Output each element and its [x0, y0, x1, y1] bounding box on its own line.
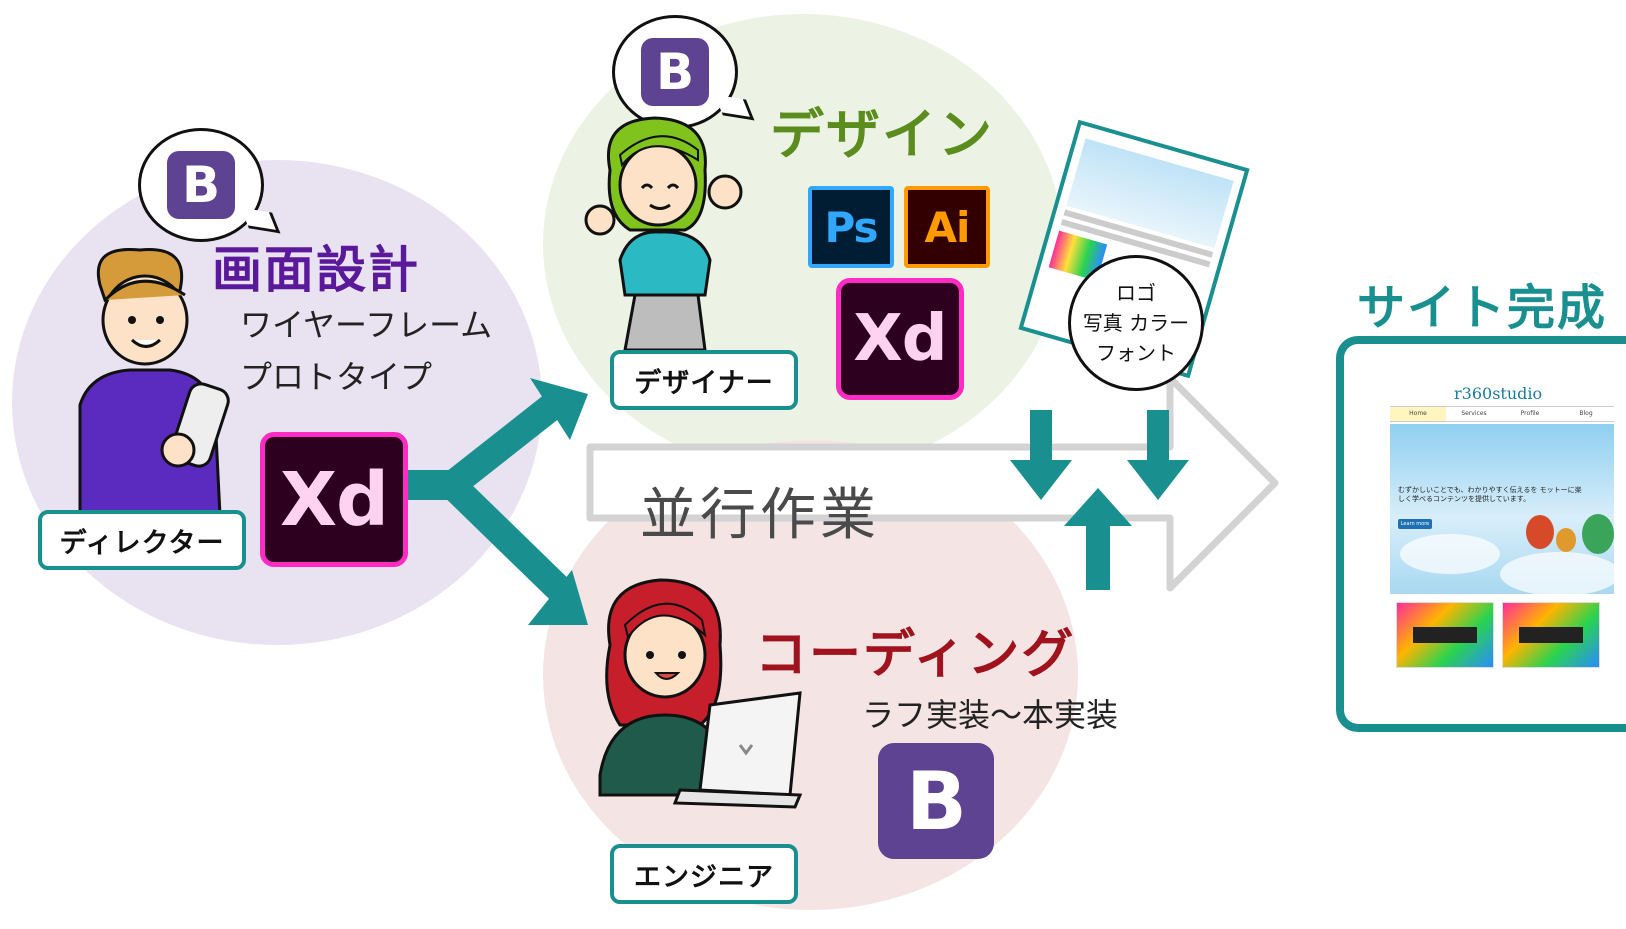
bootstrap-icon: B: [167, 151, 235, 219]
parallel-arrow: [586, 374, 1279, 592]
site-card-2: [1502, 602, 1600, 668]
assets-font-label: フォント: [1096, 341, 1176, 365]
designer-heading: デザイン: [770, 103, 994, 166]
director-role-badge: ディレクター: [38, 510, 246, 570]
site-nav-profile[interactable]: Profile: [1520, 410, 1540, 417]
site-hero-button[interactable]: Learn more: [1398, 519, 1432, 529]
assets-photo-color-label: 写真 カラー: [1082, 311, 1190, 335]
up-arrow: [1064, 488, 1132, 526]
branch-up-arrow: [443, 388, 569, 497]
bootstrap-icon: B: [878, 743, 994, 859]
assets-note: ロゴ 写真 カラー フォント: [1068, 255, 1204, 391]
designer-role-badge: デザイナー: [610, 350, 798, 410]
xd-icon: Xd: [836, 278, 964, 400]
site-logo: r360studio: [1454, 384, 1543, 403]
director-line-prototype: プロトタイプ: [240, 358, 433, 396]
designer-speech-bubble: B: [612, 15, 738, 129]
site-nav-blog[interactable]: Blog: [1579, 410, 1593, 417]
director-illustration: [78, 247, 230, 517]
site-nav: Home Services Profile Blog: [1390, 406, 1614, 422]
engineer-subtext: ラフ実装〜本実装: [862, 696, 1119, 734]
complete-heading: サイト完成: [1357, 280, 1608, 336]
director-speech-bubble: B: [138, 128, 264, 242]
photoshop-icon: Ps: [808, 186, 894, 268]
site-card-1: [1396, 602, 1494, 668]
designer-illustration: [584, 116, 743, 350]
site-hero-text: むずかしいことでも、わかりやすく伝えるを モットーに楽しく学べるコンテンツを提供…: [1398, 486, 1582, 503]
balloons-image: [1400, 514, 1614, 594]
engineer-illustration: [598, 578, 803, 809]
illustrator-icon: Ai: [904, 186, 990, 268]
bootstrap-icon: B: [641, 38, 709, 106]
assets-logo-label: ロゴ: [1116, 281, 1156, 305]
site-nav-home[interactable]: Home: [1390, 407, 1446, 421]
down-arrow-1: [1010, 460, 1072, 500]
director-line-wireframe: ワイヤーフレーム: [240, 306, 493, 344]
site-mockup-frame: r360studio Home Services Profile Blog むず…: [1336, 336, 1626, 732]
parallel-work-label: 並行作業: [640, 483, 880, 548]
site-hero: むずかしいことでも、わかりやすく伝えるを モットーに楽しく学べるコンテンツを提供…: [1390, 424, 1614, 594]
engineer-heading: コーディング: [755, 625, 1076, 685]
xd-icon: Xd: [260, 432, 408, 567]
site-nav-services[interactable]: Services: [1461, 410, 1487, 417]
director-heading: 画面設計: [212, 241, 420, 299]
branch-down-arrow: [442, 474, 570, 601]
engineer-role-badge: エンジニア: [610, 844, 798, 904]
down-arrow-2: [1127, 460, 1189, 500]
